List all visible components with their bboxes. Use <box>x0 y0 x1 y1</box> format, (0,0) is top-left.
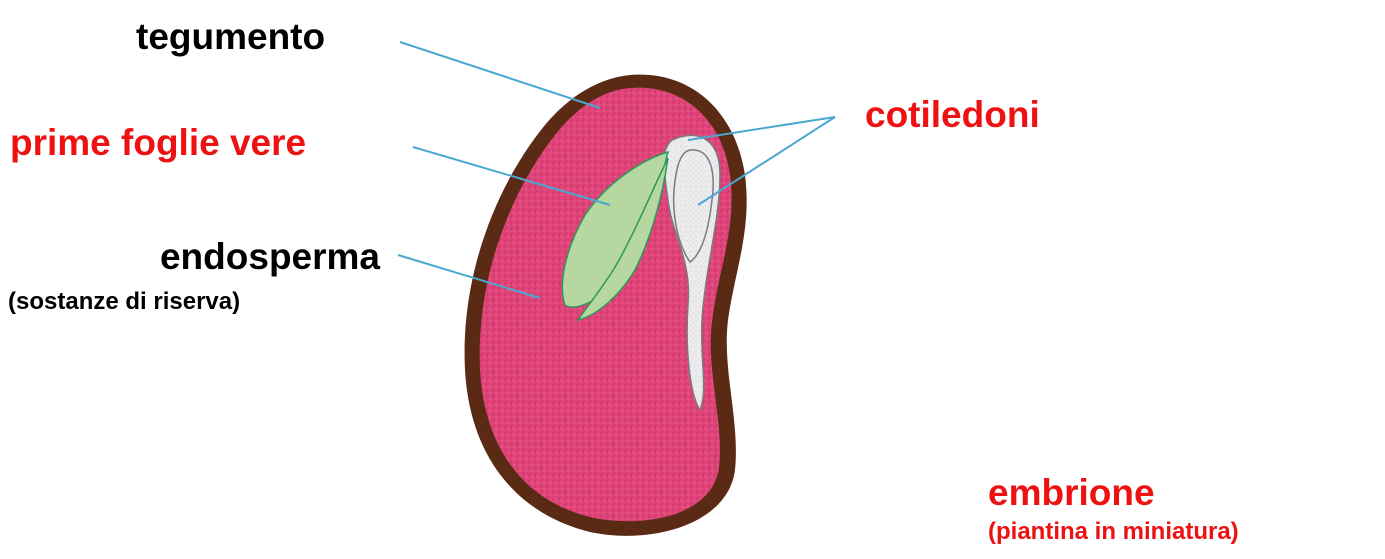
label-endosperma: endosperma <box>95 238 380 275</box>
leader-line-tegumento <box>400 42 600 108</box>
label-embrione-note: (piantina in miniatura) <box>988 520 1239 544</box>
label-cotiledoni: cotiledoni <box>865 96 1040 133</box>
label-embrione: embrione <box>988 474 1155 511</box>
label-prime-foglie: prime foglie vere <box>10 124 306 161</box>
label-endosperma-note: (sostanze di riserva) <box>8 290 240 314</box>
label-tegumento: tegumento <box>136 18 325 55</box>
